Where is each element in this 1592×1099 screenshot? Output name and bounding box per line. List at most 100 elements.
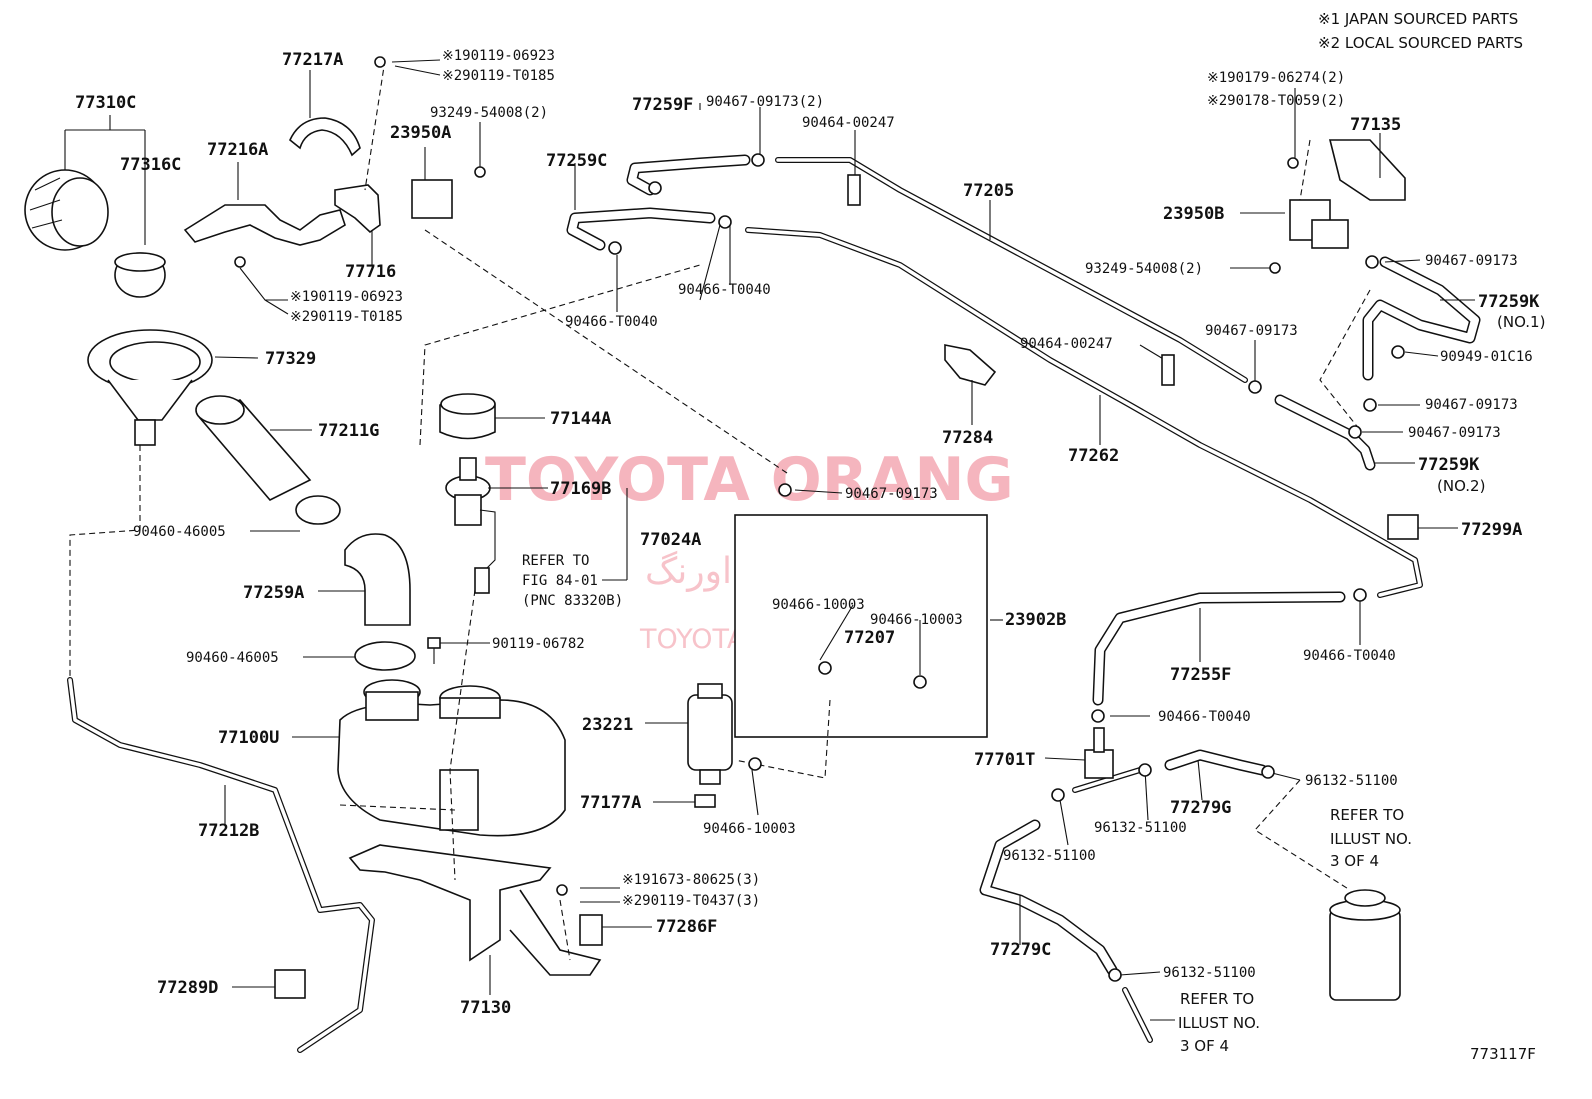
- refer-illust-a-line2: ILLUST NO.: [1330, 830, 1412, 848]
- refer-illust-b-line2: ILLUST NO.: [1178, 1014, 1260, 1032]
- label-77716: 77716: [345, 262, 396, 282]
- label-23902B: 23902B: [1005, 610, 1066, 630]
- label-77259A: 77259A: [243, 583, 304, 603]
- refer-illust-b-line3: 3 OF 4: [1180, 1037, 1229, 1055]
- clamp-symbols: [234, 56, 1405, 982]
- label-77135: 77135: [1350, 115, 1401, 135]
- refer-illust-a-line1: REFER TO: [1330, 806, 1404, 824]
- washer-motor-shape: [687, 694, 733, 771]
- label-90466-T0040-d: 90466-T0040: [1158, 709, 1251, 725]
- label-77205: 77205: [963, 181, 1014, 201]
- label-190119-06923-b: ※190119-06923: [290, 289, 403, 305]
- label-90467-09173-a: 90467-09173(2): [706, 94, 824, 110]
- vsv-a-shape: [411, 179, 453, 219]
- label-77701T: 77701T: [974, 750, 1035, 770]
- label-93249-54008-b: 93249-54008(2): [1085, 261, 1203, 277]
- label-90464-00247-b: 90464-00247: [1020, 336, 1113, 352]
- label-77284: 77284: [942, 428, 993, 448]
- label-93249-54008-a: 93249-54008(2): [430, 105, 548, 121]
- label-90467-09173-d: 90467-09173: [1205, 323, 1298, 339]
- elbow-hose-shape: [344, 533, 411, 626]
- refer-fig-line3: (PNC 83320B): [522, 593, 623, 609]
- label-77259C: 77259C: [546, 151, 607, 171]
- label-90464-00247-a: 90464-00247: [802, 115, 895, 131]
- label-23950A: 23950A: [390, 123, 451, 143]
- label-77299A: 77299A: [1461, 520, 1522, 540]
- label-77262: 77262: [1068, 446, 1119, 466]
- label-290119-T0185-b: ※290119-T0185: [290, 309, 403, 325]
- label-77024A: 77024A: [640, 530, 701, 550]
- part-labels: 77310C 77316C 77217A 77216A 77716 23950A…: [75, 48, 1545, 1063]
- label-77177A: 77177A: [580, 793, 641, 813]
- label-77329: 77329: [265, 349, 316, 369]
- label-290119-T0437: ※290119-T0437(3): [622, 893, 760, 909]
- clamp-77284-shape: [944, 344, 997, 386]
- label-77216A: 77216A: [207, 140, 268, 160]
- label-190179-06274: ※190179-06274(2): [1207, 70, 1345, 86]
- clip-77286f-shape: [579, 914, 603, 946]
- label-96132-51100-d: 96132-51100: [1163, 965, 1256, 981]
- filler-strap-shape: [289, 117, 361, 157]
- refer-fig-line1: REFER TO: [522, 553, 589, 569]
- refer-illust-b-line1: REFER TO: [1180, 990, 1254, 1008]
- reference-lines: [69, 59, 1371, 961]
- label-90467-09173-b: 90467-09173: [845, 486, 938, 502]
- label-191673-80625: ※191673-80625(3): [622, 872, 760, 888]
- label-190119-06923-a: ※190119-06923: [442, 48, 555, 64]
- label-90467-09173-c: 90467-09173: [1425, 253, 1518, 269]
- label-77211G: 77211G: [318, 421, 379, 441]
- refer-illust-a-line3: 3 OF 4: [1330, 852, 1379, 870]
- label-96132-51100-c: 96132-51100: [1003, 848, 1096, 864]
- watermark-brand: TOYOTA ORANG: [485, 445, 1014, 515]
- label-90119-06782: 90119-06782: [492, 636, 585, 652]
- label-77259K-no2-sub: (NO.2): [1437, 477, 1485, 495]
- label-77169B: 77169B: [550, 479, 611, 499]
- label-90466-T0040-c: 90466-T0040: [1303, 648, 1396, 664]
- label-23221: 23221: [582, 715, 633, 735]
- label-90466-T0040-b: 90466-T0040: [565, 314, 658, 330]
- label-290178-T0059: ※290178-T0059(2): [1207, 93, 1345, 109]
- label-90466-10003-b: 90466-10003: [772, 597, 865, 613]
- label-90466-10003-c: 90466-10003: [870, 612, 963, 628]
- leader-lines: [64, 59, 1475, 1021]
- label-77130: 77130: [460, 998, 511, 1018]
- source-note-japan: ※1 JAPAN SOURCED PARTS: [1318, 10, 1518, 28]
- label-77286F: 77286F: [656, 917, 717, 937]
- label-90460-46005-a: 90460-46005: [133, 524, 226, 540]
- label-77289D: 77289D: [157, 978, 218, 998]
- label-96132-51100-b: 96132-51100: [1094, 820, 1187, 836]
- label-77310C: 77310C: [75, 93, 136, 113]
- part-shapes: [24, 117, 1419, 1001]
- label-77316C: 77316C: [120, 155, 181, 175]
- label-77279C: 77279C: [990, 940, 1051, 960]
- label-77212B: 77212B: [198, 821, 259, 841]
- filler-bracket-shape: [183, 204, 346, 246]
- refer-fig-line2: FIG 84-01: [522, 573, 598, 589]
- hose-assembly-box: [734, 514, 988, 738]
- clip-77299a-shape: [1387, 514, 1419, 540]
- label-77259K-no1: 77259K: [1478, 292, 1540, 312]
- label-23950B: 23950B: [1163, 204, 1224, 224]
- source-note-local: ※2 LOCAL SOURCED PARTS: [1318, 34, 1523, 52]
- clip-77289d-shape: [274, 969, 306, 999]
- label-290119-T0185-a: ※290119-T0185: [442, 68, 555, 84]
- label-90467-09173-f: 90467-09173: [1408, 425, 1501, 441]
- label-77144A: 77144A: [550, 409, 611, 429]
- label-90467-09173-e: 90467-09173: [1425, 397, 1518, 413]
- label-77259F: 77259F: [632, 95, 693, 115]
- label-77255F: 77255F: [1170, 665, 1231, 685]
- label-77217A: 77217A: [282, 50, 343, 70]
- charcoal-canister-shape: [1329, 909, 1401, 1001]
- label-90460-46005-b: 90460-46005: [186, 650, 279, 666]
- label-77259K-no1-sub: (NO.1): [1497, 313, 1545, 331]
- label-90466-T0040-a: 90466-T0040: [678, 282, 771, 298]
- label-90949-01C16: 90949-01C16: [1440, 349, 1533, 365]
- tee-joint-shape: [1084, 749, 1114, 779]
- label-77207: 77207: [844, 628, 895, 648]
- label-96132-51100-a: 96132-51100: [1305, 773, 1398, 789]
- label-77279G: 77279G: [1170, 798, 1231, 818]
- figure-id: 773117F: [1470, 1045, 1536, 1063]
- tank-bracket-shape: [348, 844, 552, 962]
- label-77100U: 77100U: [218, 728, 279, 748]
